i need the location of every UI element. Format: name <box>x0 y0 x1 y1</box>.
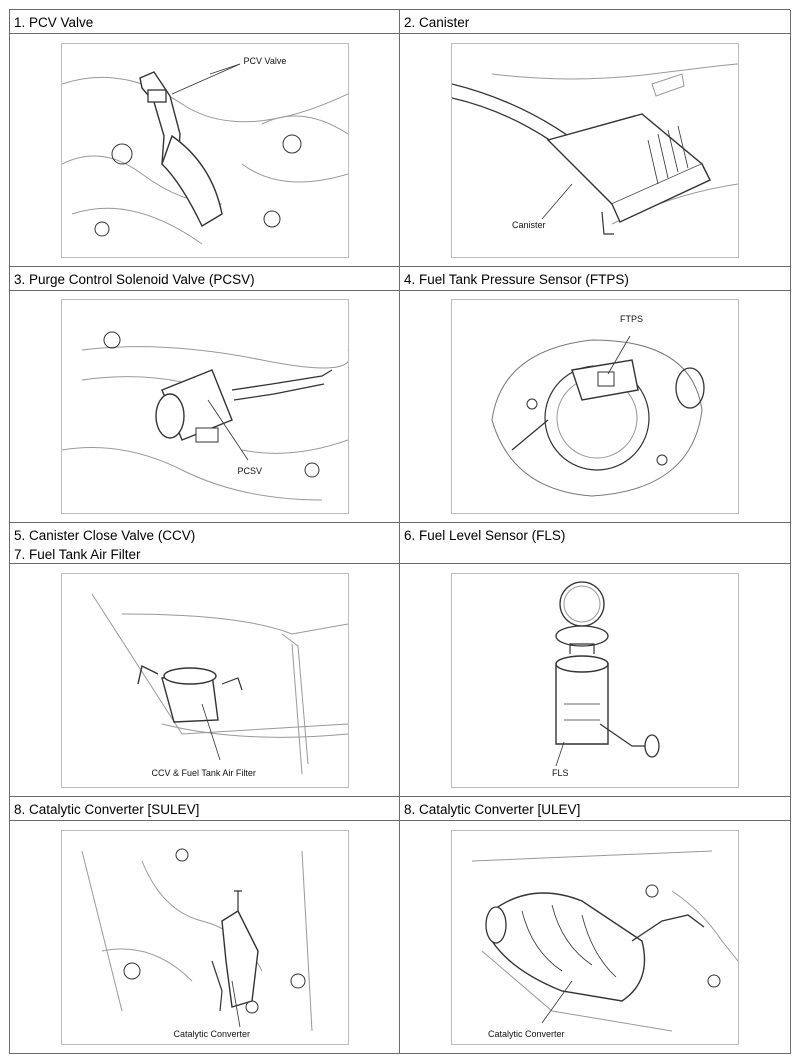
header-pcsv: 3. Purge Control Solenoid Valve (PCSV) <box>10 267 400 291</box>
header-canister: 2. Canister <box>400 10 791 34</box>
header-ccv-air-filter: 5. Canister Close Valve (CCV) 7. Fuel Ta… <box>10 523 400 564</box>
header-text: 3. Purge Control Solenoid Valve (PCSV) <box>14 272 255 287</box>
header-catalytic-sulev: 8. Catalytic Converter [SULEV] <box>10 797 400 821</box>
ftps-illustration: FTPS <box>451 299 739 514</box>
image-cell-ccv-air-filter: CCV & Fuel Tank Air Filter <box>10 564 400 797</box>
callout-ccv-air-filter: CCV & Fuel Tank Air Filter <box>151 767 256 778</box>
callout-catalytic-ulev: Catalytic Converter <box>488 1028 565 1039</box>
callout-canister: Canister <box>512 219 546 230</box>
header-text: 8. Catalytic Converter [SULEV] <box>14 802 200 817</box>
fls-illustration: FLS <box>451 572 739 788</box>
pcv-valve-illustration: PCV Valve <box>60 42 349 258</box>
header-text-2: 7. Fuel Tank Air Filter <box>14 547 141 562</box>
header-ftps: 4. Fuel Tank Pressure Sensor (FTPS) <box>400 267 791 291</box>
image-cell-catalytic-ulev: Catalytic Converter <box>400 821 791 1054</box>
header-fls: 6. Fuel Level Sensor (FLS) <box>400 523 791 564</box>
image-cell-fls: FLS <box>400 564 791 797</box>
pcsv-illustration: PCSV <box>60 299 349 514</box>
header-catalytic-ulev: 8. Catalytic Converter [ULEV] <box>400 797 791 821</box>
callout-pcsv: PCSV <box>237 466 263 476</box>
callout-ftps: FTPS <box>620 314 644 324</box>
canister-illustration: Canister <box>451 42 739 258</box>
callout-pcv-valve: PCV Valve <box>243 55 287 66</box>
ccv-air-filter-illustration: CCV & Fuel Tank Air Filter <box>60 572 349 788</box>
image-cell-pcsv: PCSV <box>10 291 400 523</box>
header-text-1: 5. Canister Close Valve (CCV) <box>14 528 196 543</box>
image-cell-ftps: FTPS <box>400 291 791 523</box>
components-table: 1. PCV Valve 2. Canister PCV Valve <box>9 9 791 1054</box>
header-text: 1. PCV Valve <box>14 15 94 30</box>
header-text: 6. Fuel Level Sensor (FLS) <box>404 528 566 543</box>
catalytic-ulev-illustration: Catalytic Converter <box>451 829 739 1045</box>
header-pcv-valve: 1. PCV Valve <box>10 10 400 34</box>
callout-catalytic-sulev: Catalytic Converter <box>173 1028 251 1039</box>
header-text: 2. Canister <box>404 15 470 30</box>
header-text: 4. Fuel Tank Pressure Sensor (FTPS) <box>404 272 629 287</box>
callout-fls: FLS <box>552 767 569 778</box>
catalytic-sulev-illustration: Catalytic Converter <box>60 829 349 1045</box>
header-text: 8. Catalytic Converter [ULEV] <box>404 802 581 817</box>
image-cell-pcv-valve: PCV Valve <box>10 34 400 267</box>
image-cell-catalytic-sulev: Catalytic Converter <box>10 821 400 1054</box>
image-cell-canister: Canister <box>400 34 791 267</box>
